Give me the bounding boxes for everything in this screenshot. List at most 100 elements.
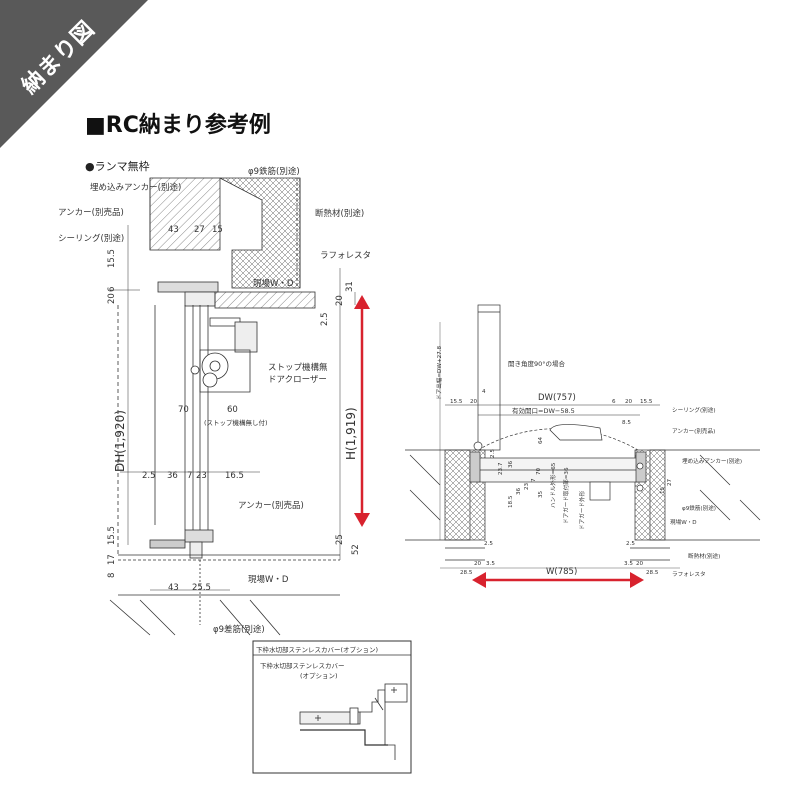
- label-phi9-bottom: φ9差筋(別途): [213, 624, 265, 635]
- label-sealing: シーリング(別途): [58, 233, 124, 244]
- dim-36: 36: [167, 471, 178, 481]
- lever-handle: [549, 424, 603, 441]
- swing-arc: [477, 428, 639, 451]
- label-phi9-top: φ9鉄筋(別途): [248, 166, 300, 177]
- label-W: W(785): [546, 567, 577, 577]
- rdim-70: 70: [536, 467, 542, 475]
- dim-27: 27: [194, 225, 205, 235]
- inset-caption-2: (オプション): [300, 672, 338, 680]
- rdim-2-5-a: 2.5: [490, 449, 496, 458]
- rdim-15-5: 15.5: [450, 399, 463, 405]
- rdim-28-5-r: 28.5: [646, 570, 659, 576]
- rdim-20-br: 20: [636, 561, 644, 567]
- rdim-8-5: 8.5: [622, 420, 631, 426]
- label-stop-closer-1: ストップ機構無: [268, 362, 328, 373]
- label-DW: DW(757): [538, 393, 576, 403]
- dim-7: 7: [187, 471, 192, 481]
- rdim-35: 35: [538, 490, 544, 498]
- rdim-36: 36: [508, 460, 514, 468]
- dim-6: 6: [107, 287, 117, 292]
- rdim-2-5-l: 2.5: [484, 541, 493, 547]
- dim-20-right: 20: [335, 295, 345, 306]
- height-arrow: [354, 295, 370, 527]
- frame-profile: [184, 291, 216, 307]
- dim-15-5-bot: 15.5: [107, 526, 117, 545]
- dim-25-5: 25.5: [192, 583, 211, 593]
- rdim-2-5-r: 2.5: [626, 541, 635, 547]
- insulation-block: [219, 177, 301, 289]
- label-field-wd-top: 現場W・D: [253, 278, 294, 289]
- rdim-4: 4: [482, 389, 486, 395]
- label-anchor-sep: アンカー(別売品): [58, 207, 124, 218]
- cover-profile: [299, 711, 361, 725]
- rdim-28-5-l: 28.5: [460, 570, 473, 576]
- dim-70: 70: [178, 405, 189, 415]
- label-door-width-note: ドア出幅=DW+27.8: [435, 346, 443, 400]
- label-stop-closer-2: ドアクローザー: [268, 375, 327, 385]
- label-stop-note: (ストップ機構無し付): [204, 418, 268, 427]
- rdim-23: 23: [524, 482, 530, 490]
- label-anchor-right: アンカー(別売品): [672, 427, 715, 435]
- dim-17: 17: [107, 554, 117, 565]
- left-section: [109, 177, 356, 636]
- door-leaf-plan: [477, 304, 501, 451]
- rdim-6: 6: [612, 399, 616, 405]
- dim-H: H(1,919): [344, 407, 358, 460]
- dim-2-5-right: 2.5: [320, 312, 330, 326]
- label-sealing-right: シーリング(別途): [672, 406, 716, 414]
- label-lath-right: ラフォレスタ: [672, 570, 706, 578]
- rdim-7: 7: [531, 478, 537, 482]
- dim-15-5-top: 15.5: [107, 249, 117, 268]
- rdim-64: 64: [538, 436, 544, 444]
- right-section: [405, 304, 761, 569]
- dim-31: 31: [345, 281, 355, 292]
- lath-strip: [214, 291, 316, 309]
- dim-8: 8: [107, 573, 117, 578]
- inset-title: 下枠水切部ステンレスカバー(オプション): [256, 645, 378, 654]
- label-phi9-right: φ9鉄筋(別途): [682, 504, 716, 512]
- dim-DH: DH(1,920): [113, 410, 127, 472]
- label-anchor-bottom: アンカー(別売品): [238, 500, 304, 511]
- label-embedded-anchor: 埋め込みアンカー(別途): [90, 182, 181, 193]
- label-lath: ラフォレスタ: [320, 251, 371, 261]
- bottom-sill: [184, 529, 214, 543]
- header-frame: [157, 281, 219, 293]
- rdim-15-5-r: 15.5: [640, 399, 653, 405]
- label-field-wd-bottom: 現場W・D: [248, 574, 289, 585]
- label-handle-note: ハンドル外形=65: [549, 462, 557, 508]
- dim-23: 23: [196, 471, 207, 481]
- rdim-18-5: 18.5: [508, 495, 514, 508]
- dim-60: 60: [227, 405, 238, 415]
- dim-15-top: 15: [212, 225, 223, 235]
- top-wall-hatch: [149, 177, 221, 251]
- label-door-guard: ドアガード取付部=36: [562, 467, 570, 524]
- rdim-20-bl: 20: [474, 561, 482, 567]
- rdim-20-l: 20: [470, 399, 478, 405]
- dim-2-5: 2.5: [142, 471, 156, 481]
- label-open-angle: 開き角度90°の場合: [508, 359, 566, 368]
- rdim-27: 27: [667, 478, 673, 486]
- dim-52: 52: [351, 544, 361, 555]
- rdim-20-r: 20: [625, 399, 633, 405]
- inset-box: [252, 640, 412, 774]
- dim-43-top: 43: [168, 225, 179, 235]
- rdim-3-5-l: 3.5: [486, 561, 495, 567]
- label-door-guard2: ドアガード外形: [578, 490, 586, 530]
- page-title: ■RC納まり参考例: [85, 113, 271, 138]
- dim-20-left: 20: [107, 293, 117, 304]
- dim-43-bot: 43: [168, 583, 179, 593]
- section-subtitle: ●ランマ無枠: [85, 160, 150, 173]
- rdim-23-7: 23.7: [498, 462, 504, 475]
- label-effective: 有効開口=DW−58.5: [512, 406, 575, 415]
- label-field-wd-right: 現場W・D: [670, 518, 697, 526]
- closer-body: [234, 321, 258, 353]
- inset-caption-1: 下枠水切部ステンレスカバー: [260, 661, 345, 670]
- label-embedded-anchor-right: 埋め込みアンカー(別途): [682, 457, 742, 465]
- dim-16-5: 16.5: [225, 471, 244, 481]
- rdim-3-5-r: 3.5: [624, 561, 633, 567]
- label-insulation-right: 断熱材(別途): [688, 552, 720, 560]
- rdim-15: 15: [660, 486, 666, 494]
- width-arrow: [472, 572, 644, 588]
- rdim-36-b: 36: [516, 487, 522, 495]
